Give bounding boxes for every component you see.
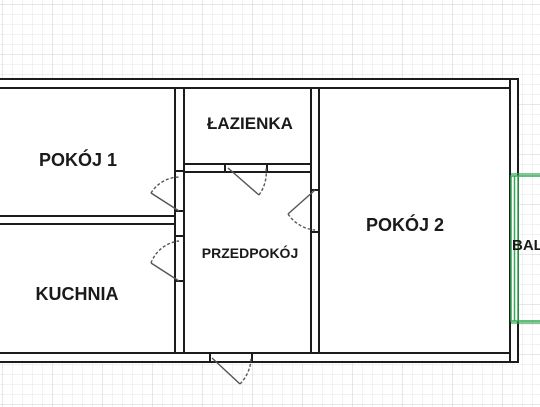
room-label-kuchnia: KUCHNIA [36,284,119,304]
wall-outer-top [0,78,519,89]
room-label-przedpokoj: PRZEDPOKÓJ [202,244,298,261]
door-pokoj1 [150,176,180,212]
door-lazienka [227,167,267,196]
door-kuchnia [150,240,180,282]
room-label-lazienka: ŁAZIENKA [207,114,293,133]
room-label-pokoj2: POKÓJ 2 [366,214,444,235]
room-label-balkon: BAL [512,237,540,254]
wall-pokoj1-kuchnia [0,215,181,225]
door-jambs [175,164,319,362]
balcony-window [510,173,540,324]
wall-left-corridor [174,87,185,354]
door-pokoj2 [287,189,316,231]
door-entrance [211,357,252,385]
room-label-pokoj1: POKÓJ 1 [39,149,117,170]
door-swings [150,167,316,385]
wall-outer-bottom [0,352,519,363]
